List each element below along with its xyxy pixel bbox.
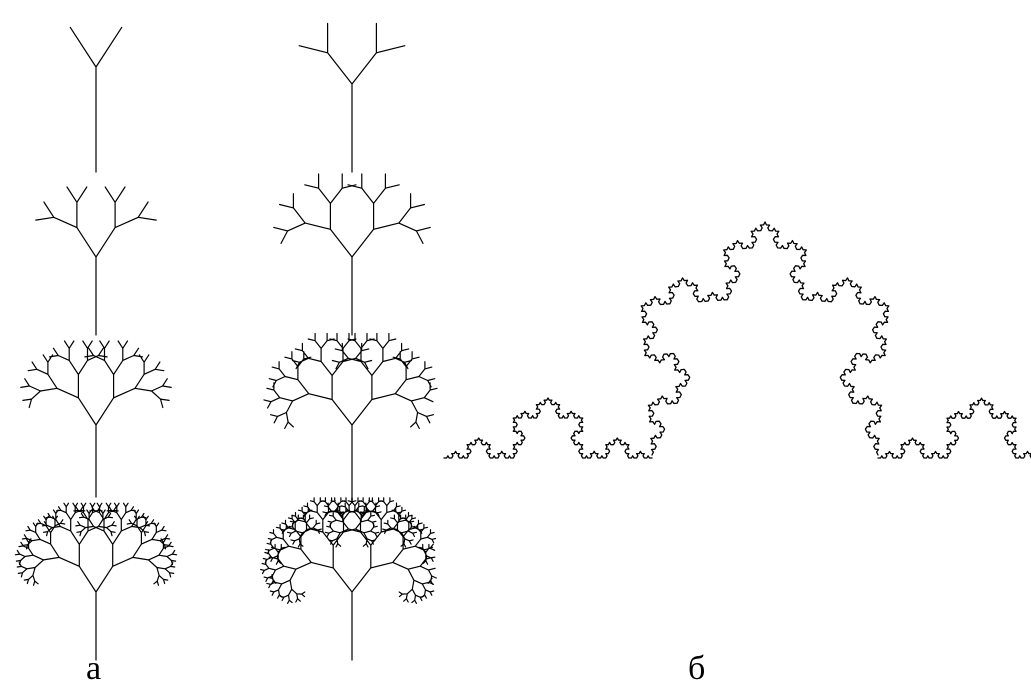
tree-stage-1 [298,22,406,173]
fractal-tree-column-1 [14,26,178,661]
tree-stage-2 [273,173,431,336]
caption-panel-b: б [688,650,706,687]
caption-panel-a: а [86,650,102,687]
tree-stage-4 [14,502,178,661]
koch-snowflake-curve [443,221,1031,459]
tree-stage-2 [35,186,157,336]
koch-curve-path [443,221,1031,459]
tree-stage-4 [260,497,437,661]
tree-stage-3 [20,340,172,498]
tree-stage-1 [69,26,123,173]
fractal-tree-column-2 [260,22,438,661]
tree-stage-3 [263,332,438,498]
